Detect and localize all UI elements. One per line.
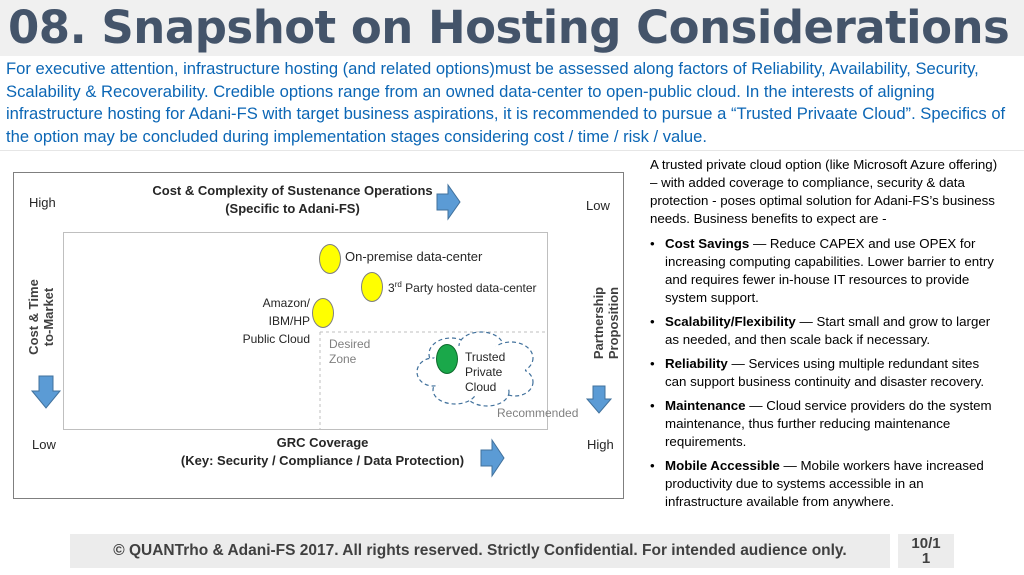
- trusted-line1: Trusted: [465, 350, 506, 364]
- bullet-icon: •: [650, 398, 655, 413]
- arrow-down-right-icon: [585, 385, 613, 414]
- right-axis-line1: Partnership: [591, 286, 606, 360]
- bullet-text: — Services using multiple redundant site…: [665, 356, 985, 389]
- desired-zone-boundary: [319, 331, 548, 430]
- bullet-term: Mobile Accessible: [665, 458, 780, 473]
- left-axis-line1: Cost & Time: [26, 279, 41, 355]
- bullet-icon: •: [650, 356, 655, 371]
- title-band: [0, 0, 1024, 56]
- intro-divider: [0, 150, 1024, 151]
- public-cloud-line1: Amazon/: [262, 296, 310, 310]
- list-item: • Scalability/Flexibility — Start small a…: [650, 313, 1000, 349]
- on-premise-marker: [319, 244, 341, 274]
- third-party-label: 3rd Party hosted data-center: [388, 277, 537, 296]
- on-premise-label: On-premise data-center: [345, 249, 483, 264]
- bottom-axis-line2: (Key: Security / Compliance / Data Prote…: [180, 453, 465, 468]
- bottom-right-high: High: [587, 437, 614, 452]
- plot-area: [63, 232, 548, 430]
- third-party-label-sup: rd: [394, 280, 402, 289]
- right-axis-title: Partnership Proposition: [591, 278, 623, 368]
- trusted-private-cloud-label: Trusted Private Cloud: [465, 350, 505, 395]
- public-cloud-line2: IBM/HP: [268, 314, 310, 328]
- list-item: • Mobile Accessible — Mobile workers have…: [650, 457, 1000, 511]
- arrow-right-bottom-icon: [480, 438, 505, 478]
- bullet-term: Scalability/Flexibility: [665, 314, 796, 329]
- intro-text: For executive attention, infrastructure …: [6, 59, 1006, 146]
- public-cloud-line3: Public Cloud: [242, 332, 310, 346]
- arrow-down-left-icon: [30, 375, 62, 409]
- page-number-line1: 10/1: [911, 535, 941, 552]
- desired-zone-line1: Desired: [329, 337, 371, 351]
- diagram-frame: [13, 172, 624, 499]
- bottom-axis-line1: GRC Coverage: [276, 435, 369, 450]
- benefits-panel: A trusted private cloud option (like Mic…: [650, 156, 1000, 517]
- top-axis-line2: (Specific to Adani-FS): [225, 201, 360, 216]
- bullet-text: — Start small and grow to larger as need…: [665, 314, 991, 347]
- footer-copyright: © QUANTrho & Adani-FS 2017. All rights r…: [70, 534, 890, 568]
- top-left-high: High: [29, 195, 56, 210]
- top-axis-line1: Cost & Complexity of Sustenance Operatio…: [152, 183, 433, 198]
- trusted-line3: Cloud: [465, 380, 497, 394]
- right-axis-line2: Proposition: [606, 286, 621, 360]
- left-axis-line2: to-Market: [41, 287, 56, 347]
- third-party-marker: [361, 272, 383, 302]
- desired-zone-line2: Zone: [329, 352, 357, 366]
- page-title: 08. Snapshot on Hosting Considerations: [8, 1, 1010, 54]
- desired-zone-label: Desired Zone: [329, 337, 370, 367]
- list-item: • Cost Savings — Reduce CAPEX and use OPE…: [650, 235, 1000, 307]
- third-party-label-pre: 3: [388, 281, 395, 295]
- bullet-term: Cost Savings: [665, 236, 750, 251]
- bullet-text: — Cloud service providers do the system …: [665, 398, 992, 449]
- bullet-icon: •: [650, 236, 655, 251]
- recommended-label: Recommended: [497, 406, 579, 420]
- benefits-list: • Cost Savings — Reduce CAPEX and use OPE…: [650, 235, 1000, 511]
- list-item: • Maintenance — Cloud service providers d…: [650, 397, 1000, 451]
- page-number-line2: 1: [921, 550, 931, 567]
- top-axis-title: Cost & Complexity of Sustenance Operatio…: [140, 183, 445, 217]
- public-cloud-label: Amazon/ IBM/HP Public Cloud: [240, 294, 310, 348]
- bullet-term: Maintenance: [665, 398, 746, 413]
- trusted-private-cloud-marker: [436, 344, 458, 374]
- public-cloud-marker: [312, 298, 334, 328]
- arrow-right-top-icon: [436, 183, 461, 221]
- bullet-text: — Mobile workers have increased producti…: [665, 458, 984, 509]
- page-number: 10/1 1: [898, 534, 954, 568]
- bottom-axis-title: GRC Coverage (Key: Security / Compliance…: [140, 435, 505, 469]
- bottom-left-low: Low: [32, 437, 56, 452]
- bullet-icon: •: [650, 314, 655, 329]
- left-axis-title: Cost & Time to-Market: [26, 272, 58, 362]
- cloud-icon: [416, 331, 534, 407]
- third-party-label-post: Party hosted data-center: [401, 281, 537, 295]
- bullet-term: Reliability: [665, 356, 728, 371]
- list-item: • Reliability — Services using multiple r…: [650, 355, 1000, 391]
- top-right-low: Low: [586, 198, 610, 213]
- benefits-intro: A trusted private cloud option (like Mic…: [650, 157, 998, 226]
- bullet-text: — Reduce CAPEX and use OPEX for increasi…: [665, 236, 994, 305]
- trusted-line2: Private: [465, 365, 503, 379]
- bullet-icon: •: [650, 458, 655, 473]
